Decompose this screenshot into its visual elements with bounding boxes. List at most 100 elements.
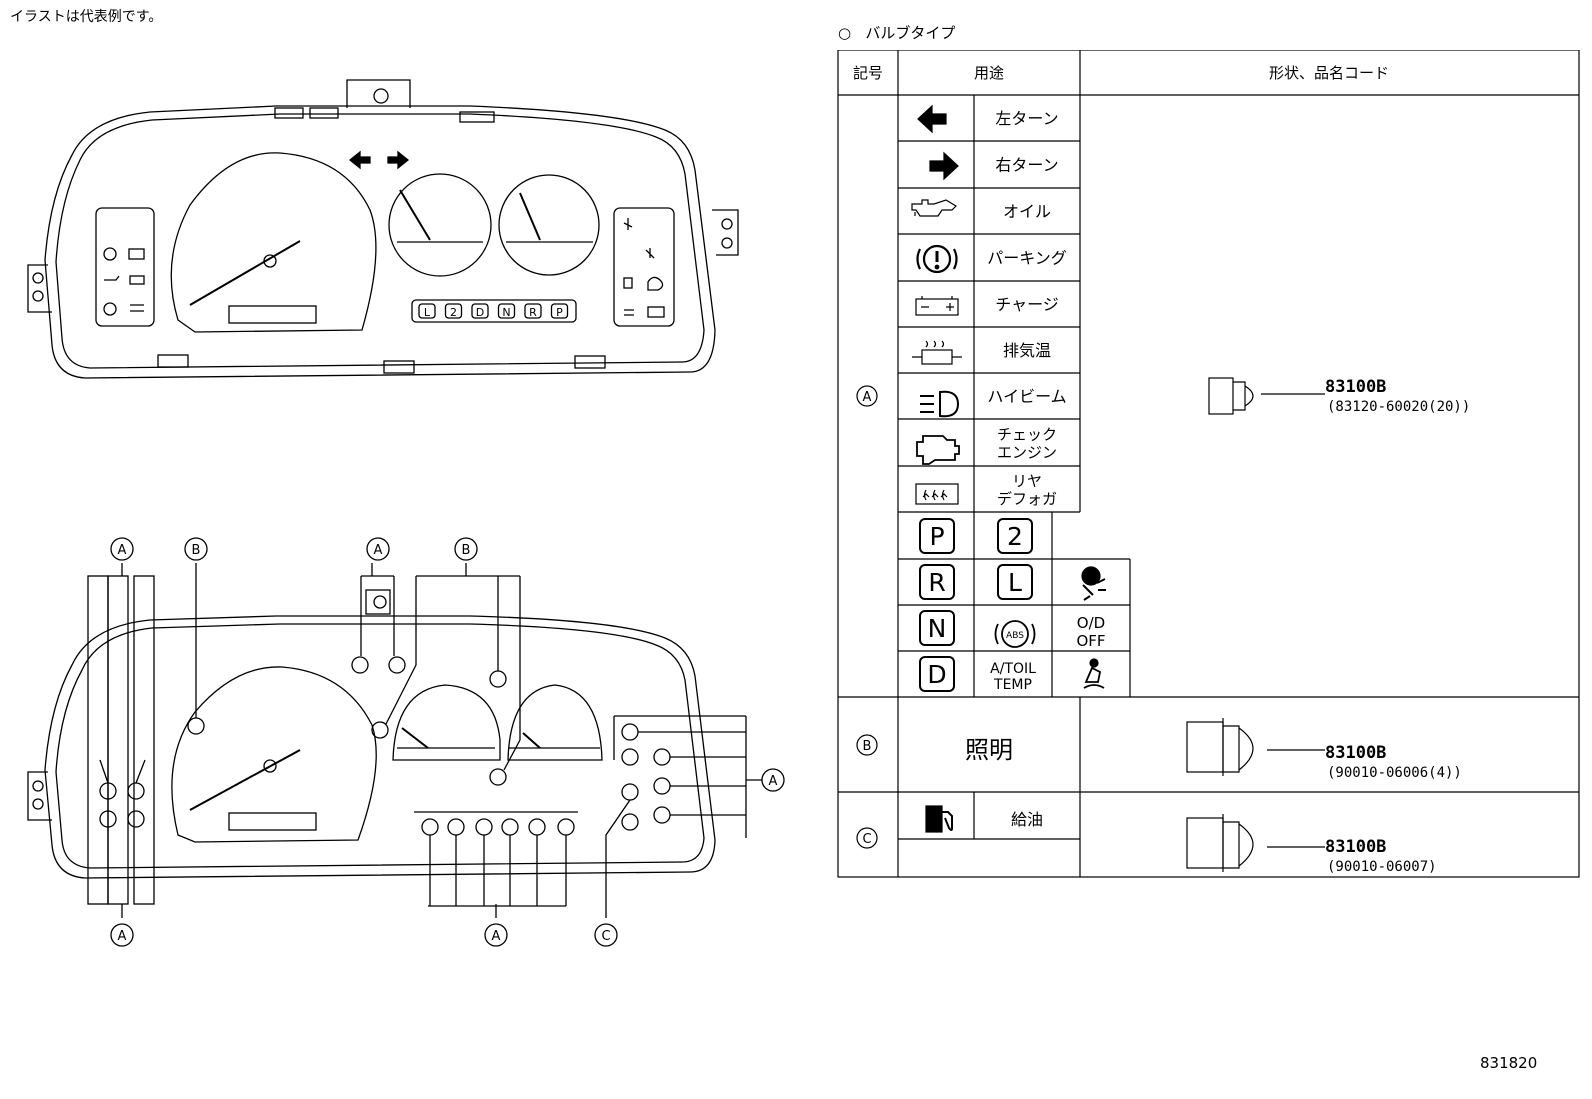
gear-letter-2: 2 <box>997 518 1033 554</box>
battery-icon <box>915 296 959 316</box>
cluster-gear-letter: P <box>556 306 563 319</box>
bulb-use-label-line2: デフォガ <box>997 490 1057 508</box>
parking-brake-icon <box>916 244 958 274</box>
cluster-gear-r: R <box>524 303 542 319</box>
bulb-use-label: 左ターン <box>995 109 1058 128</box>
cluster-gear-d: D <box>471 303 489 319</box>
gear-letter-text: P <box>929 522 944 551</box>
callout-letter: B <box>462 543 471 558</box>
exhaust-temp-icon <box>912 340 962 365</box>
legend-title-text: バルブタイプ <box>865 24 956 42</box>
gear-letter-l: L <box>997 564 1033 600</box>
group-c-part-number: (90010-06007) <box>1327 859 1437 875</box>
cluster-gear-letter: D <box>476 306 484 319</box>
group-c-mark: C <box>856 827 878 849</box>
group-b-part-code: 83100B <box>1325 743 1386 763</box>
cluster-gear-2: 2 <box>444 303 463 319</box>
od-label: O/D <box>1077 614 1105 632</box>
cluster-gear-letter: 2 <box>450 306 457 319</box>
gear-letter-p: P <box>919 518 955 554</box>
bulb-use-label: オイル <box>1003 202 1051 221</box>
group-c-part-code: 83100B <box>1325 837 1386 857</box>
callout-letter: B <box>192 543 201 558</box>
bulb-use-label: 右ターン <box>995 156 1058 175</box>
at-oil-label: A/TOIL <box>990 661 1036 677</box>
cluster-gear-l: L <box>418 303 436 319</box>
group-b-label: 照明 <box>965 736 1013 764</box>
callout-letter: A <box>769 774 778 789</box>
group-a-mark-letter: A <box>863 390 872 405</box>
left-arrow-icon <box>917 104 947 134</box>
callout-c: C <box>594 923 618 947</box>
at-temp-label: TEMP <box>993 677 1032 693</box>
abs-icon: ABS <box>994 620 1036 648</box>
callout-a: A <box>484 923 508 947</box>
bulb-use-label-line1: チェック <box>997 426 1057 444</box>
bottom-cluster-callout-illustration: A B A B A A A C <box>27 537 785 947</box>
high-beam-icon <box>920 390 960 418</box>
bulb-use-label: パーキング <box>987 249 1067 268</box>
gear-letter-d: D <box>919 656 955 692</box>
bottom-connector-2 <box>447 818 465 906</box>
callout-a: A <box>761 768 785 792</box>
group-a-part-number: (83120-60020(20)) <box>1327 399 1470 415</box>
header-symbol: 記号 <box>853 64 883 82</box>
gear-letter-text: N <box>928 614 947 643</box>
oil-can-icon <box>911 199 957 217</box>
legend-symbol: ○ <box>838 24 852 42</box>
bulb-c-icon <box>1186 814 1325 872</box>
gear-letter-n: N <box>919 610 955 646</box>
legend-title: ○ バルブタイプ <box>838 22 955 43</box>
header-shape-code: 形状、品名コード <box>1269 64 1389 82</box>
bottom-connector-6 <box>557 818 575 906</box>
bulb-use-label: チャージ <box>995 295 1059 314</box>
bottom-connector-1 <box>421 818 439 906</box>
od-off-label: OFF <box>1076 632 1105 650</box>
bulb-use-label: ハイビーム <box>987 387 1066 406</box>
group-a-part-code: 83100B <box>1325 377 1386 397</box>
gear-letter-r: R <box>919 564 955 600</box>
bulb-b-icon <box>1186 718 1325 776</box>
gear-letter-text: 2 <box>1007 522 1023 551</box>
bulb-use-label: 排気温 <box>1003 341 1051 360</box>
abs-icon-label: ABS <box>1006 631 1024 641</box>
gear-letter-text: R <box>928 568 945 597</box>
callout-b: B <box>454 537 478 561</box>
group-b-mark-letter: B <box>863 739 872 754</box>
illustration-note: イラストは代表例です。 <box>10 9 163 25</box>
bulb-use-label-line1: リヤ <box>1012 472 1042 490</box>
callout-letter: A <box>118 543 127 558</box>
cluster-gear-letter: R <box>529 306 537 319</box>
callout-letter: C <box>601 929 610 944</box>
cluster-gear-letter: L <box>424 306 431 319</box>
header-use: 用途 <box>974 64 1004 82</box>
bulb-type-table: 記号 用途 形状、品名コード A B C 左ターン右ターンオイルパーキングチャー… <box>837 50 1580 878</box>
top-cluster-illustration: L 2 D N R P <box>27 79 739 379</box>
callout-letter: A <box>374 543 383 558</box>
seatbelt-icon <box>1083 658 1105 689</box>
callout-a: A <box>110 923 134 947</box>
cluster-gear-n: N <box>497 303 516 319</box>
bulb-a-icon <box>1208 377 1325 415</box>
diagram-id: 831820 <box>1480 1054 1538 1072</box>
bottom-connector-4 <box>501 818 519 906</box>
cluster-gear-letter: N <box>502 306 510 319</box>
callout-letter: A <box>492 929 501 944</box>
right-arrow-icon <box>929 151 959 181</box>
group-b-part-number: (90010-06006(4)) <box>1327 765 1462 781</box>
fuel-pump-icon <box>925 805 953 833</box>
group-c-label: 給油 <box>1011 810 1043 829</box>
cluster-gear-p: P <box>550 303 569 319</box>
callout-b: B <box>184 537 208 561</box>
bottom-connector-3 <box>475 818 493 906</box>
group-c-mark-letter: C <box>862 832 871 847</box>
gear-letter-text: D <box>927 660 946 689</box>
bottom-connector-5 <box>528 818 546 906</box>
group-b-mark: B <box>856 734 878 756</box>
gear-letter-text: L <box>1008 568 1022 597</box>
callout-a: A <box>110 537 134 561</box>
group-a-mark: A <box>856 385 878 407</box>
check-engine-icon <box>916 435 960 465</box>
rear-defogger-icon <box>915 483 959 505</box>
callout-a: A <box>366 537 390 561</box>
